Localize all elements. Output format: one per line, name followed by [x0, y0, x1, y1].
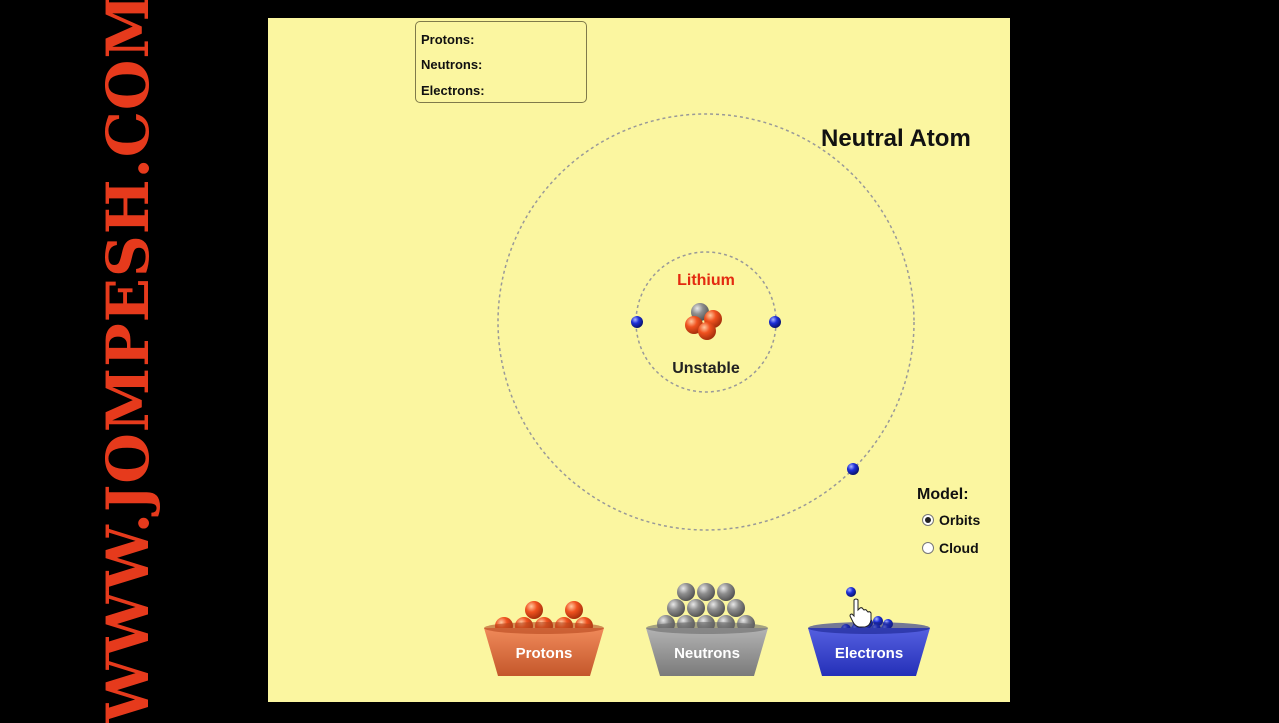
electrons-bucket[interactable] — [808, 587, 930, 676]
orbit-electron[interactable] — [769, 316, 781, 328]
stability-label: Unstable — [672, 360, 740, 377]
nucleus[interactable] — [685, 303, 722, 340]
legend-neutrons-label: Neutrons: — [421, 57, 483, 72]
protons-bucket-label: Protons — [515, 645, 573, 662]
website-watermark: WWW.JOMPESH.COM — [94, 0, 162, 723]
orbits-radio[interactable] — [922, 514, 934, 526]
cloud-radio[interactable] — [922, 542, 934, 554]
outer-orbit — [497, 113, 915, 531]
particle-count-legend: Protons: Neutrons: Electrons: — [415, 21, 587, 103]
orbit-electron[interactable] — [631, 316, 643, 328]
hand-cursor-icon — [849, 598, 872, 628]
neutrons-bucket-label: Neutrons — [674, 645, 740, 662]
legend-protons-label: Protons: — [421, 32, 475, 47]
orbits-radio-label: Orbits — [939, 512, 981, 528]
model-option-orbits[interactable]: Orbits — [922, 512, 980, 528]
model-label: Model: — [917, 486, 969, 503]
neutrons-bucket[interactable] — [646, 583, 768, 676]
nucleus-proton — [698, 322, 716, 340]
model-selector: Model: Orbits Cloud — [917, 486, 980, 556]
orbit-electron[interactable] — [847, 463, 859, 475]
atom-simulation-canvas: Protons: Neutrons: Electrons: Neutral At… — [268, 18, 1010, 702]
protons-bucket[interactable] — [484, 601, 604, 676]
cloud-radio-label: Cloud — [939, 540, 979, 556]
element-name: Lithium — [677, 272, 735, 289]
charge-status-title: Neutral Atom — [821, 125, 971, 152]
model-option-cloud[interactable]: Cloud — [922, 540, 980, 556]
electrons-bucket-label: Electrons — [834, 645, 904, 662]
legend-electrons-label: Electrons: — [421, 83, 485, 98]
